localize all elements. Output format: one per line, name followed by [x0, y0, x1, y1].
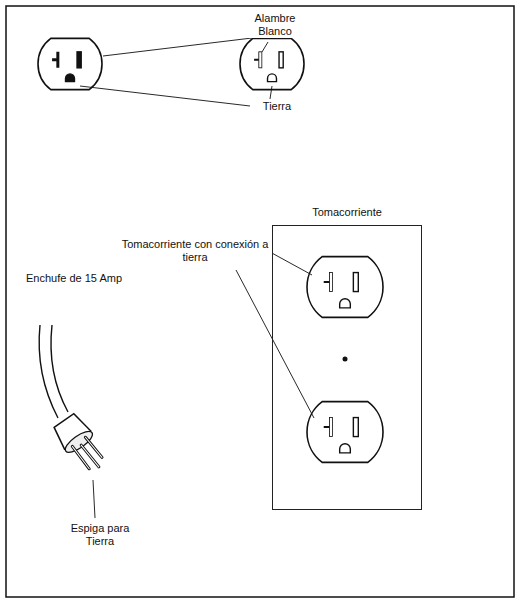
outlet-face — [38, 38, 102, 89]
plug-drawing — [39, 325, 110, 477]
callout-label: Tomacorriente con conexión a tierra — [118, 238, 272, 264]
outlet-face — [240, 38, 304, 89]
plate-screw — [343, 357, 348, 362]
leader-line — [103, 38, 252, 56]
frame — [6, 6, 514, 597]
plate-heading: Tomacorriente — [310, 206, 384, 219]
callout-label: Enchufe de 15 Amp — [24, 272, 124, 285]
leader-line — [80, 86, 250, 106]
leader-line — [93, 480, 95, 518]
leader-line — [236, 270, 314, 418]
leader-line — [270, 252, 312, 275]
wall-plate: Tomacorriente — [272, 225, 422, 510]
leader-line — [270, 86, 272, 99]
outlet-face — [307, 402, 383, 463]
callout-label: Alambre Blanco — [236, 12, 314, 38]
outlet-face — [307, 257, 383, 318]
leader-line — [262, 42, 268, 52]
callout-label: Espiga para Tierra — [60, 522, 140, 548]
outlet-faces — [38, 38, 383, 462]
callout-label: Tierra — [250, 100, 304, 113]
